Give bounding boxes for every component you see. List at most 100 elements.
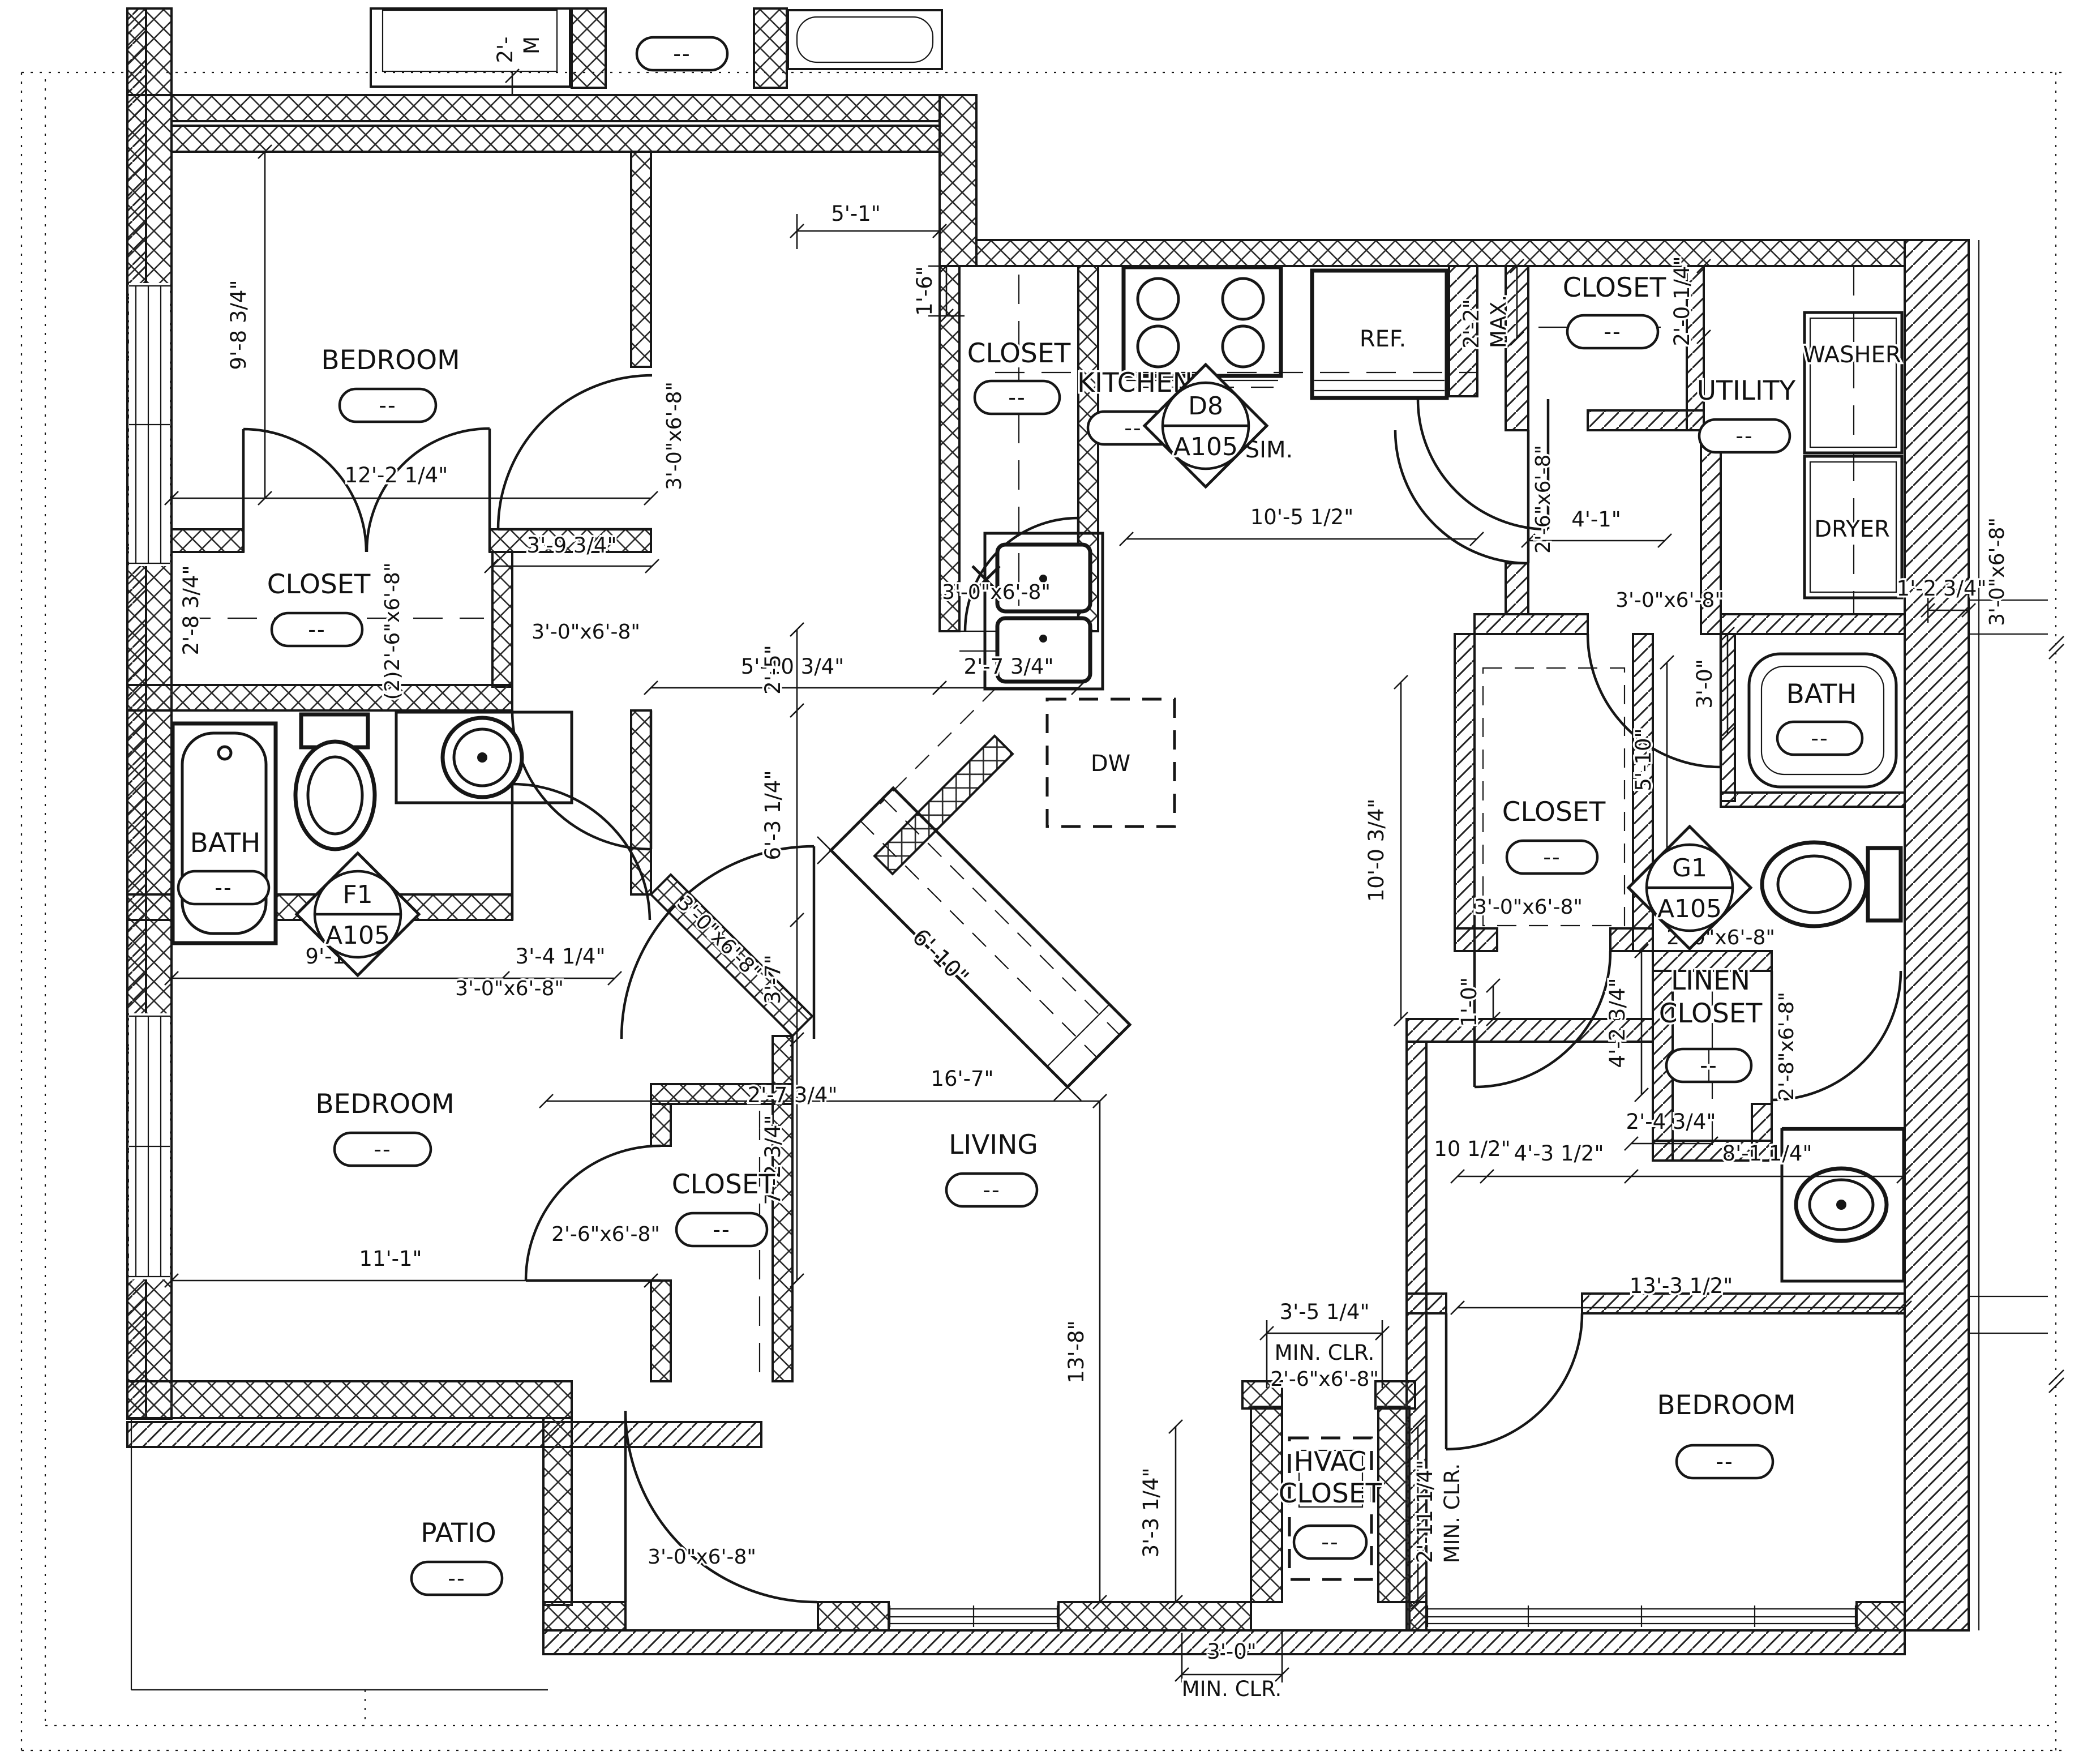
dimension-label: 12'-2 1/4" [345, 463, 448, 487]
room-number-tag [1675, 1444, 1775, 1480]
appliance-label: DRYER [1814, 516, 1890, 542]
dimension-label: MIN. CLR. [1275, 1341, 1375, 1365]
room-number-tag [1292, 1524, 1368, 1560]
room-number-text: -- [1008, 385, 1026, 410]
room-number-text: -- [374, 1137, 391, 1162]
keynote-sheet: A105 [325, 921, 390, 950]
dimension-label: 2'-7 3/4" [748, 1083, 838, 1107]
dimension-label: MIN. CLR. [1182, 1677, 1282, 1701]
dimension-label: 2'-4 3/4" [1626, 1110, 1716, 1134]
room-number-text: -- [1604, 319, 1621, 344]
adjacent-unit-partial [126, 7, 943, 96]
bathtub-right [1747, 652, 1898, 789]
room-number-tag [675, 1211, 769, 1248]
dimension-label: 13'-8" [1064, 1320, 1088, 1383]
door-size-label: 2'-6"x6'-8" [1270, 1368, 1379, 1391]
room-number-tag [945, 1172, 1039, 1208]
dimension-label: 2'- [493, 36, 517, 63]
kitchen-peninsula [829, 786, 1132, 1089]
door-size-label: (2)2'-6"x6'-8" [381, 563, 404, 700]
room-number-text: -- [379, 393, 396, 418]
dimension-label: 2'-5" [761, 645, 785, 695]
dimension-label: 1'-2 3/4" [1897, 576, 1987, 601]
room-label: BEDROOM [321, 345, 460, 376]
door-size-label: 3'-0"x6'-8" [1474, 896, 1583, 919]
windows [129, 283, 1857, 1691]
room-label: CLOSET [1279, 1478, 1382, 1509]
dimension-label: 6'-3 1/4" [761, 770, 785, 860]
closet-dashed [1482, 667, 1626, 927]
room-number-tag [1776, 720, 1864, 756]
dimension-label: 3'-7" [761, 954, 785, 1004]
vanity-left [395, 710, 573, 804]
dimension-label: 7'-2 3/4" [761, 1115, 785, 1205]
kitchen-sink-bowl [995, 616, 1092, 684]
room-label: BATH [190, 828, 261, 859]
dimension-label: 4'-1" [1571, 507, 1621, 532]
dimension-label: 5'-10" [1631, 728, 1656, 791]
dimension-label: 1'-6" [912, 266, 937, 316]
dimension-label: 10'-5 1/2" [1250, 505, 1353, 529]
keynote-id: G1 [1672, 854, 1707, 883]
room-label: CLOSET [967, 338, 1071, 369]
dimension-label: 11'-1" [359, 1247, 422, 1271]
keynote-sheet: A105 [1657, 894, 1722, 923]
dimension-label: 13'-3 1/2" [1630, 1274, 1733, 1298]
dimension-label: M [520, 36, 544, 54]
kitchen-sink-counter [983, 532, 1104, 691]
vanity-right [1780, 1128, 1905, 1283]
appliance-label: DW [1091, 751, 1130, 777]
room-label: PATIO [421, 1518, 496, 1549]
dimension-label: 1'-0" [1457, 977, 1481, 1027]
room-label: CLOSET [267, 569, 371, 600]
room-label: CLOSET [1502, 797, 1606, 828]
room-number-text: -- [1735, 423, 1753, 448]
dimension-label: MAX. [1486, 295, 1511, 348]
dimension-lines [164, 144, 1976, 1682]
room-label: BEDROOM [315, 1089, 454, 1120]
door-size-label: 3'-0"x6'-8" [455, 977, 564, 1000]
dimension-label: 2'-0 1/4" [1670, 256, 1694, 346]
room-number-text: -- [215, 875, 232, 900]
dimension-label: 3'-4 1/4" [516, 944, 606, 969]
door-size-label: 3'-0"x6'-8" [532, 620, 640, 644]
room-number-text: -- [1124, 416, 1142, 440]
room-number-text: -- [308, 617, 325, 642]
dimension-label: 16'-7" [931, 1067, 993, 1091]
dimension-label: 3'-9 3/4" [527, 533, 617, 558]
room-number-text: -- [1321, 1530, 1339, 1555]
room-label: HVAC [1294, 1446, 1367, 1478]
dimension-label: 10'-0 3/4" [1364, 799, 1388, 902]
room-label: UTILITY [1697, 375, 1796, 406]
dimension-label: 3'-0" [1692, 659, 1717, 709]
dimension-label: 5'-1" [831, 202, 881, 226]
range [1121, 265, 1283, 378]
appliance-label: WASHER [1803, 342, 1901, 368]
keynote-id: D8 [1188, 392, 1223, 421]
refrigerator [1310, 268, 1449, 400]
room-number-tag [973, 379, 1061, 416]
faucet-icon [971, 565, 1001, 594]
room-label: CLOSET [1659, 998, 1763, 1029]
door-size-label: 2'-6"x6'-8" [1532, 445, 1555, 554]
hvac-unit-dashed [1288, 1436, 1373, 1581]
room-label: LINEN [1671, 965, 1750, 996]
room-label: BATH [1786, 679, 1857, 710]
room-number-text: -- [448, 1566, 465, 1591]
room-label: CLOSET [1563, 272, 1666, 303]
room-number-tag [1566, 314, 1660, 350]
door-size-label: 3'-0"x6'-8" [1615, 589, 1724, 612]
door-size-label: 2'-8"x6'-8" [1775, 992, 1798, 1101]
dimension-label: 3'-5 1/4" [1280, 1300, 1370, 1324]
room-number-text: -- [673, 41, 691, 66]
keynote-sheet: A105 [1173, 433, 1238, 461]
door-size-label: 3'-0"x6'-8" [672, 892, 766, 985]
dishwasher [1045, 697, 1176, 828]
door-size-label: 3'-0"x6'-8" [648, 1545, 756, 1569]
room-number-text: -- [713, 1217, 730, 1242]
room-number-tag [635, 36, 729, 72]
room-number-tag [410, 1560, 504, 1596]
dimension-label: 5'-10 3/4" [741, 654, 844, 679]
room-number-tag [1505, 839, 1599, 875]
room-number-text: -- [983, 1178, 1000, 1202]
